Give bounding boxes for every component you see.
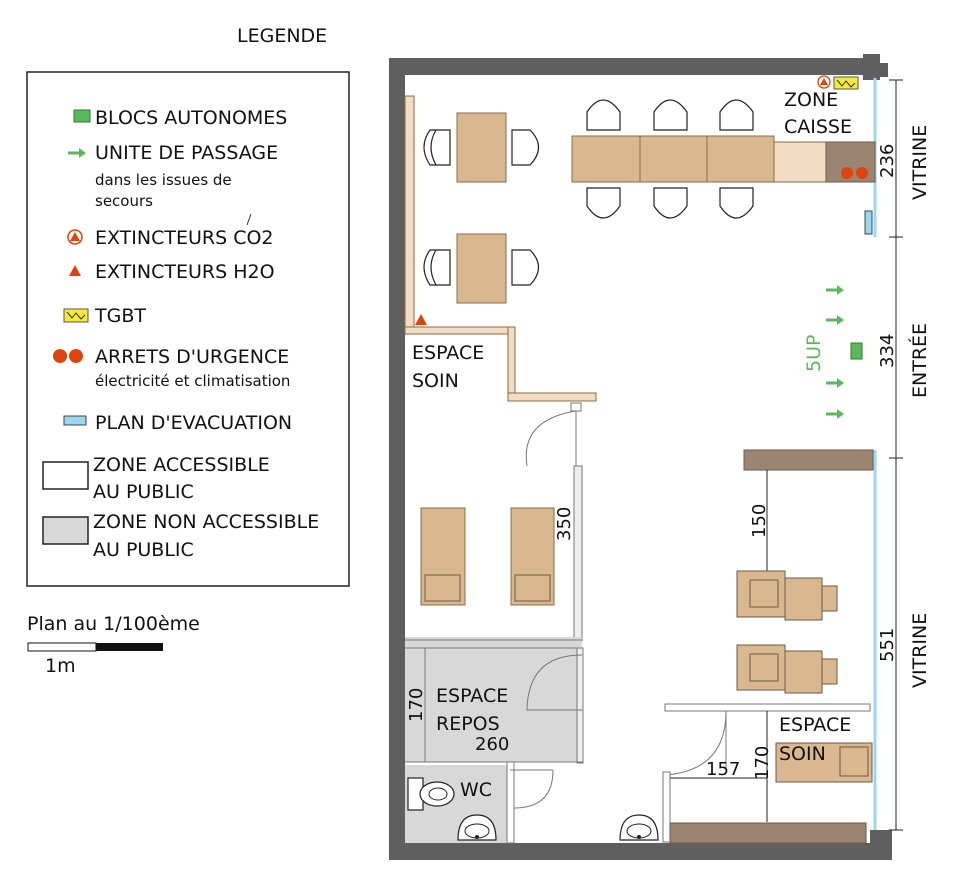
chairs-top-row bbox=[586, 99, 754, 131]
tgbt-marker bbox=[833, 76, 859, 90]
vitrine-top: VITRINE bbox=[909, 125, 931, 200]
emergency-light-marker bbox=[850, 342, 863, 360]
legend-zone-pub1: ZONE ACCESSIBLE bbox=[93, 454, 270, 476]
legend-zone-pub2: AU PUBLIC bbox=[93, 481, 194, 503]
evacuation-plan-marker bbox=[864, 210, 873, 235]
table-set-lower bbox=[423, 233, 540, 304]
pedicure-chair-lower bbox=[736, 644, 838, 694]
room-caisse-1: ZONE bbox=[784, 89, 838, 111]
legend-unite-sub2: secours bbox=[95, 192, 153, 210]
stray-mark bbox=[246, 213, 252, 226]
legend-blocs: BLOCS AUTONOMES bbox=[95, 107, 287, 129]
legend-box bbox=[26, 71, 350, 587]
facade-dimension-line bbox=[889, 79, 903, 831]
exit-units-label: 5UP bbox=[803, 335, 825, 372]
entree-label: ENTRÉE bbox=[908, 323, 931, 398]
private-zone-swatch bbox=[42, 516, 89, 545]
dim-157: 157 bbox=[706, 759, 740, 780]
shelf-top bbox=[743, 449, 874, 471]
scale-unit: 1m bbox=[45, 655, 76, 677]
room-wc: WC bbox=[460, 779, 492, 801]
emergency-stop-icon bbox=[53, 349, 83, 363]
exit-arrow-icon bbox=[68, 148, 86, 158]
outer-wall bbox=[389, 54, 892, 860]
emergency-light-icon bbox=[73, 109, 91, 123]
scale-label: Plan au 1/100ème bbox=[27, 613, 200, 635]
co2-extinguisher-marker bbox=[817, 75, 831, 89]
table-set-upper bbox=[423, 112, 540, 183]
chairs-bottom-row bbox=[586, 187, 754, 219]
pedicure-chair-upper bbox=[736, 570, 838, 621]
h2o-extinguisher-marker bbox=[415, 314, 427, 325]
repos-zone bbox=[405, 637, 584, 764]
exit-arrows bbox=[826, 285, 844, 419]
room-soin-top-1: ESPACE bbox=[412, 342, 484, 364]
legend-tgbt: TGBT bbox=[94, 305, 146, 327]
massage-table-right bbox=[510, 507, 555, 606]
shelf-bottom bbox=[669, 822, 867, 844]
massage-table-left bbox=[420, 507, 466, 606]
sink-main-icon bbox=[619, 814, 659, 841]
room-soin-top-2: SOIN bbox=[412, 370, 459, 392]
legend-co2: EXTINCTEURS CO2 bbox=[95, 227, 274, 249]
room-soin-bot-1: ESPACE bbox=[779, 714, 851, 736]
legend-zone-non2: AU PUBLIC bbox=[93, 539, 194, 561]
dim-551: 551 bbox=[877, 628, 898, 662]
legend-title: LEGENDE bbox=[237, 25, 327, 47]
legend-plan: PLAN D'EVACUATION bbox=[95, 412, 292, 434]
room-caisse-2: CAISSE bbox=[784, 116, 852, 138]
long-counter bbox=[571, 135, 876, 183]
treatment-table-bottom bbox=[775, 742, 873, 783]
dim-350: 350 bbox=[554, 507, 575, 541]
room-repos-1: ESPACE bbox=[436, 685, 508, 707]
dim-260: 260 bbox=[475, 734, 509, 755]
toilet-icon bbox=[407, 777, 455, 811]
h2o-extinguisher-icon bbox=[69, 265, 81, 276]
soin-bottom-partition bbox=[662, 703, 871, 843]
legend-zone-non1: ZONE NON ACCESSIBLE bbox=[93, 511, 319, 533]
vitrine-bottom: VITRINE bbox=[909, 613, 931, 688]
tgbt-icon bbox=[63, 308, 89, 323]
legend-h2o: EXTINCTEURS H2O bbox=[95, 261, 275, 283]
soin-top-partition bbox=[404, 326, 597, 402]
dim-334: 334 bbox=[877, 334, 898, 368]
emergency-stop-marker bbox=[841, 167, 868, 179]
public-zone-swatch bbox=[42, 461, 89, 490]
dim-150: 150 bbox=[749, 504, 770, 538]
co2-extinguisher-icon bbox=[67, 229, 83, 245]
legend-unite: UNITE DE PASSAGE bbox=[95, 142, 278, 164]
room-repos-2: REPOS bbox=[436, 713, 500, 735]
left-partition bbox=[404, 95, 415, 330]
legend-unite-sub1: dans les issues de bbox=[95, 171, 232, 189]
legend-arrets: ARRETS D'URGENCE bbox=[95, 346, 289, 368]
room-soin-bot-2: SOIN bbox=[779, 743, 826, 765]
legend-arrets-sub: électricité et climatisation bbox=[95, 372, 290, 390]
scale-bar bbox=[27, 642, 163, 652]
dim-236: 236 bbox=[877, 144, 898, 178]
evacuation-plan-icon bbox=[63, 415, 87, 426]
dim-170-soin: 170 bbox=[752, 746, 773, 780]
dim-170-repos: 170 bbox=[406, 688, 427, 722]
sink-wc-icon bbox=[457, 814, 497, 841]
